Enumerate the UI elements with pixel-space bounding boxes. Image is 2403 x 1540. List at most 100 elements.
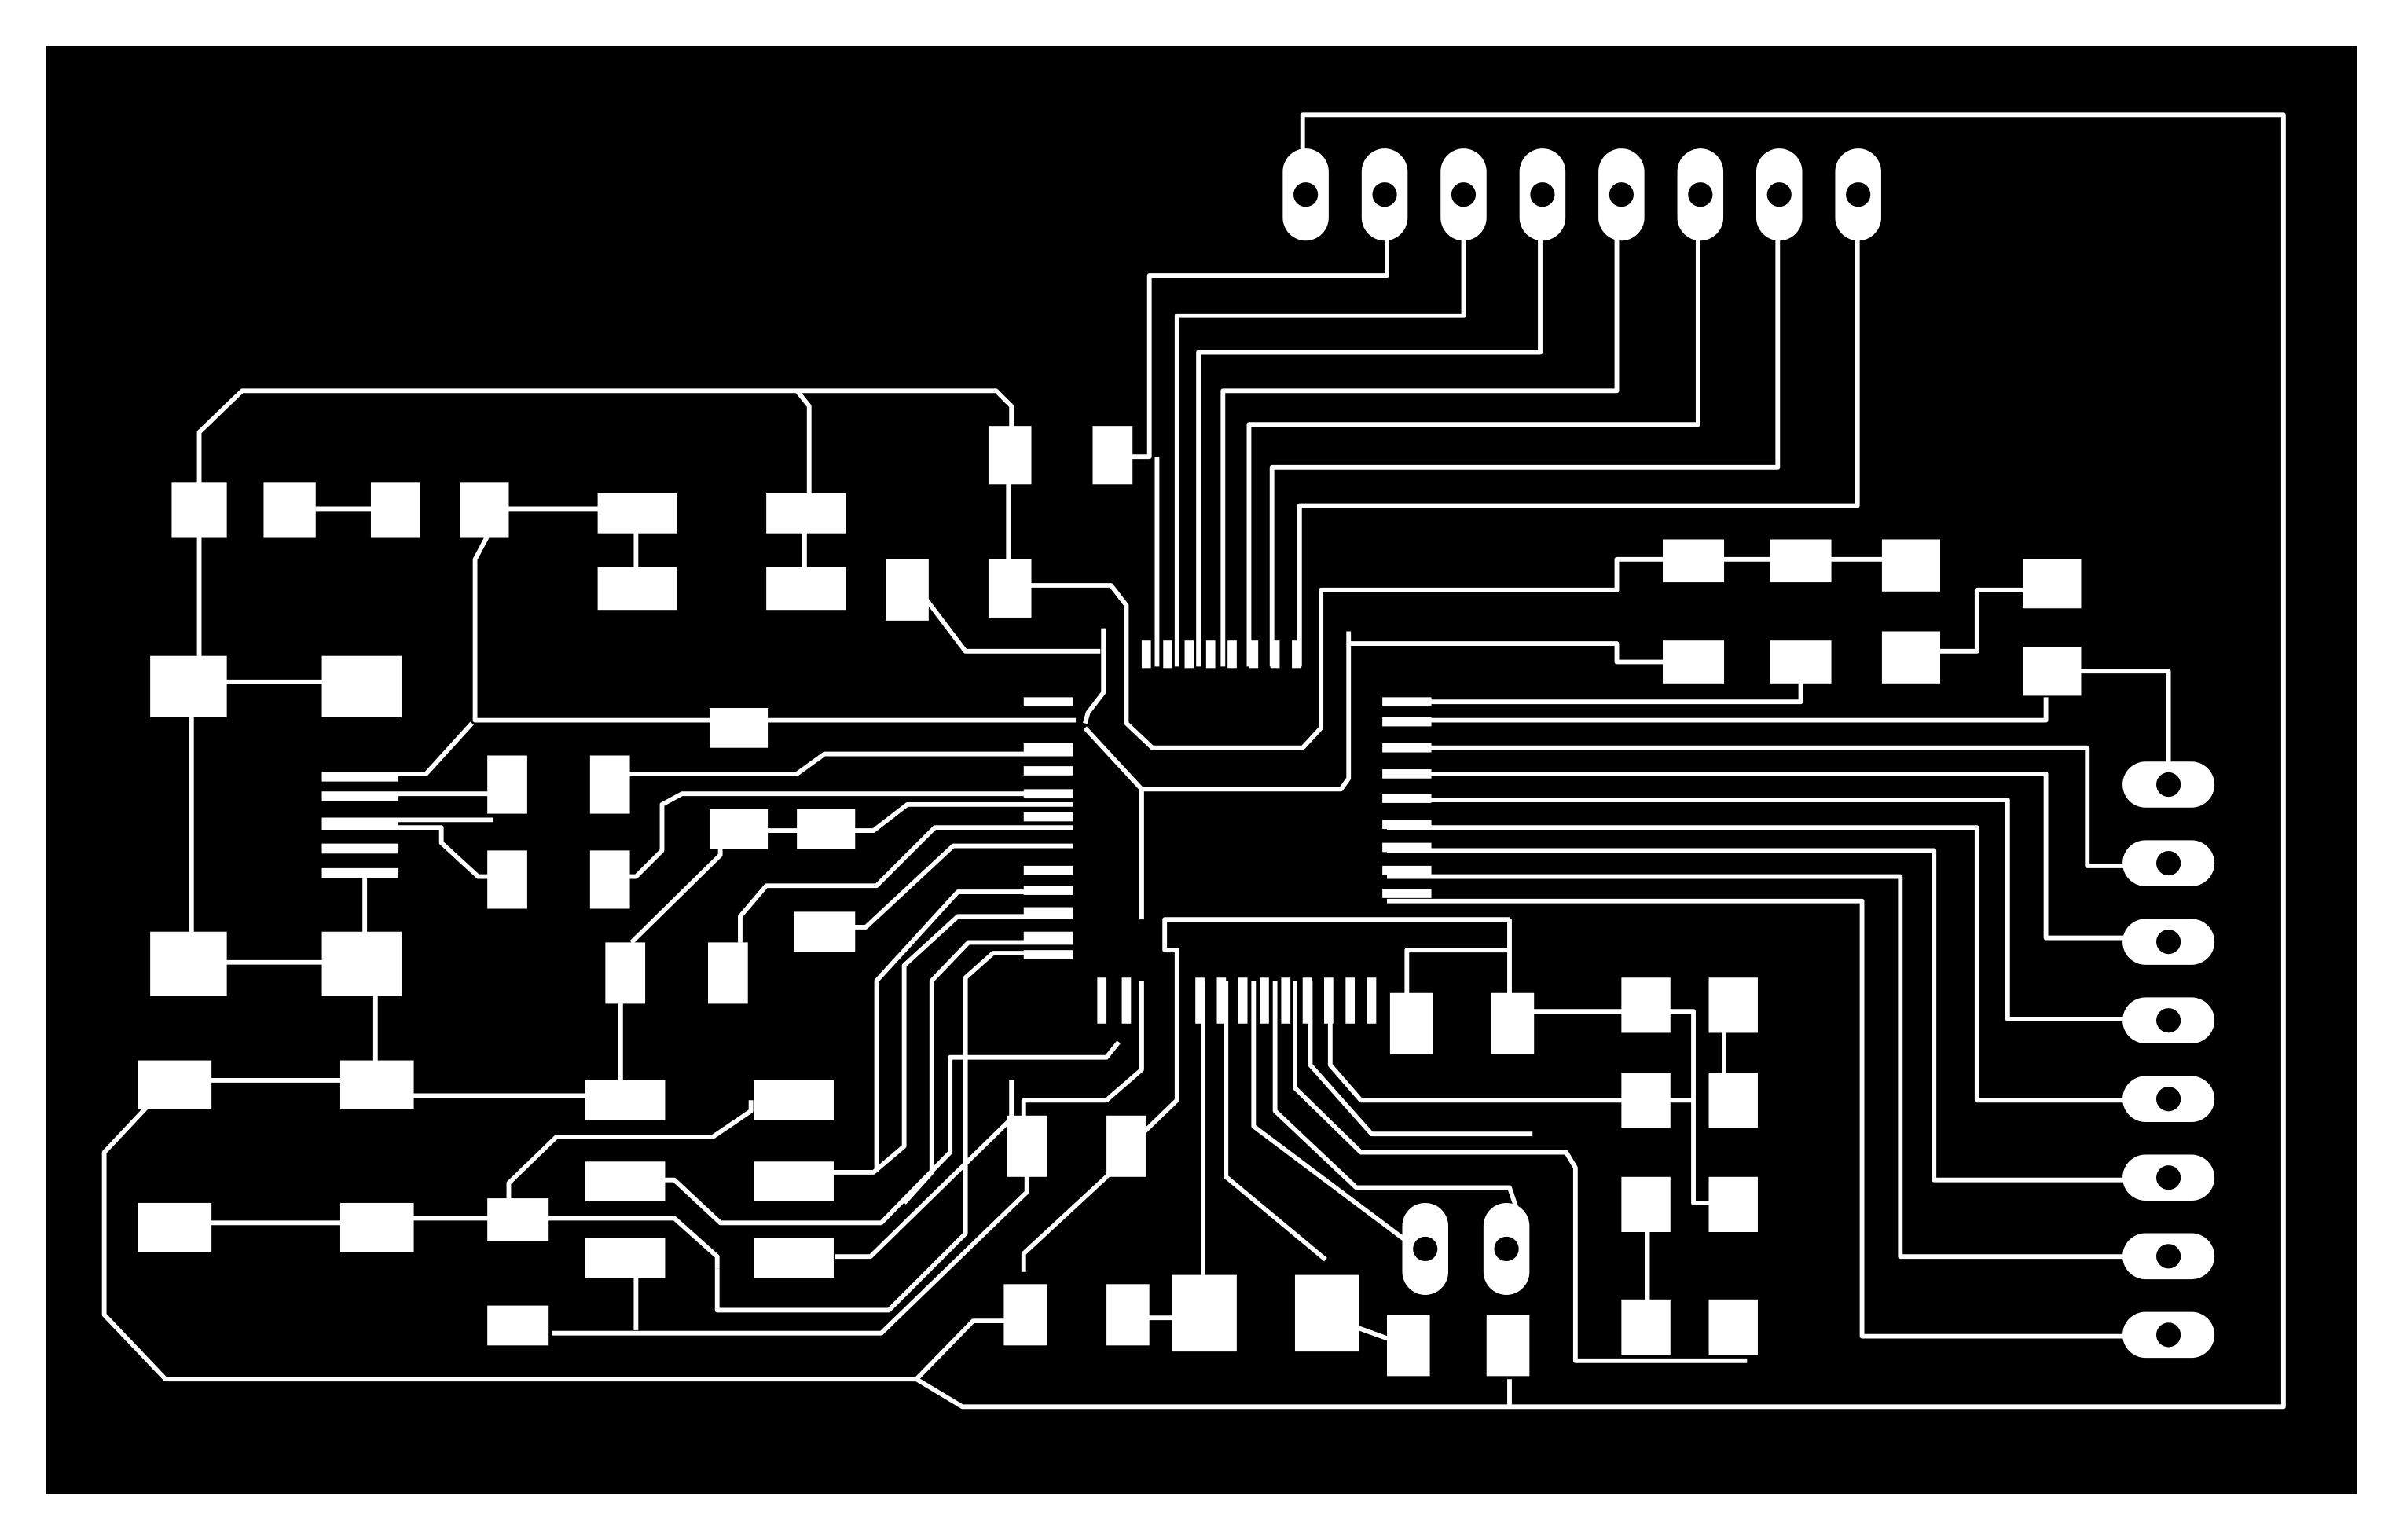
copper-trace xyxy=(1174,199,1466,667)
copper-trace xyxy=(1141,631,1352,792)
smd-pad xyxy=(794,911,856,952)
copper-trace xyxy=(1082,628,1106,724)
drill-hole xyxy=(2156,1244,2181,1269)
ic-pin xyxy=(1097,977,1107,1024)
header-pin xyxy=(1755,148,1803,241)
header-pin xyxy=(2122,761,2215,808)
ic-pin xyxy=(1205,640,1216,669)
copper-trace xyxy=(1386,771,2161,940)
ic-pin xyxy=(1023,886,1073,895)
ic-pin xyxy=(321,794,399,801)
smd-pad xyxy=(597,493,678,534)
smd-pad xyxy=(988,559,1032,618)
ic-pin xyxy=(1023,789,1073,799)
smd-pad xyxy=(1491,992,1535,1054)
copper-trace xyxy=(1251,981,1409,1244)
drill-hole xyxy=(1846,182,1871,207)
smd-pad xyxy=(708,942,748,1004)
smd-pad xyxy=(138,1202,212,1252)
header-pin xyxy=(1677,148,1724,241)
drill-hole xyxy=(1293,182,1319,207)
ic-pin xyxy=(1023,697,1073,707)
header-pin xyxy=(1598,148,1645,241)
drill-hole xyxy=(2156,772,2181,798)
copper-trace xyxy=(506,1100,754,1211)
copper-trace xyxy=(1293,981,1748,1363)
smd-pad xyxy=(754,1238,834,1278)
top-header xyxy=(1282,148,1881,241)
smd-pad xyxy=(1708,1072,1758,1128)
smd-pad xyxy=(988,426,1032,485)
smd-pad xyxy=(585,1080,666,1120)
smd-pad xyxy=(754,1080,834,1120)
smd-pad xyxy=(1708,1299,1758,1355)
smd-pad xyxy=(138,1060,212,1109)
smd-pad xyxy=(2023,559,2082,609)
smd-pad xyxy=(1708,977,1758,1033)
smd-pad xyxy=(1294,1274,1359,1352)
copper-trace xyxy=(1196,199,1543,667)
smd-pad xyxy=(1708,1176,1758,1232)
smd-pad xyxy=(339,1202,414,1252)
smd-pad xyxy=(2023,647,2082,696)
copper-trace xyxy=(1386,697,2049,723)
header-pin xyxy=(1519,148,1566,241)
smd-pad xyxy=(150,931,227,996)
smd-pad xyxy=(1389,992,1433,1054)
smd-pad xyxy=(1770,640,1832,684)
smd-pad xyxy=(1621,977,1671,1033)
smd-pad xyxy=(605,942,646,1004)
ic-pin xyxy=(1281,977,1291,1024)
ic-pin xyxy=(1260,977,1269,1024)
ic-pin xyxy=(1141,640,1151,669)
drill-hole xyxy=(1372,182,1397,207)
smd-pad xyxy=(487,1305,549,1346)
smd-pad xyxy=(171,482,227,538)
smd-pad xyxy=(339,1060,414,1109)
smd-pad xyxy=(597,566,678,610)
copper-trace xyxy=(794,389,812,509)
ic-pin xyxy=(321,870,399,878)
ic-pin xyxy=(1195,977,1205,1024)
ic-pin xyxy=(1382,889,1432,898)
drill-hole xyxy=(2156,1087,2181,1112)
smd-pad xyxy=(1770,539,1832,583)
ic-pin xyxy=(1382,820,1432,830)
smd-pad xyxy=(1881,631,1941,684)
smd-pad xyxy=(487,1198,549,1241)
ic-pin xyxy=(1382,794,1432,803)
right-header xyxy=(2122,761,2215,1358)
ic-pin xyxy=(1382,697,1432,707)
header-pin xyxy=(2122,997,2215,1043)
ic-pin xyxy=(1163,640,1172,669)
copper-trace xyxy=(824,914,1073,1175)
smd-pad xyxy=(1092,426,1133,485)
smd-pad xyxy=(585,1161,666,1201)
header-pin xyxy=(1282,148,1329,241)
ic-pin xyxy=(1302,977,1312,1024)
drill-hole xyxy=(1688,182,1713,207)
copper-trace xyxy=(1246,199,1700,667)
smd-pad xyxy=(766,566,846,610)
smd-pad xyxy=(709,808,769,849)
copper-trace xyxy=(1386,798,2161,1021)
smd-pad xyxy=(709,708,769,748)
header-pin xyxy=(2122,1233,2215,1280)
copper-trace xyxy=(1908,587,2038,654)
smd-pad xyxy=(1486,1314,1530,1377)
smd-pad xyxy=(321,655,402,717)
ic-pin xyxy=(1023,950,1073,959)
ic-pin xyxy=(321,820,399,828)
copper-trace xyxy=(1224,981,1327,1262)
ic-pin xyxy=(1382,769,1432,779)
ic-pin xyxy=(1292,640,1301,669)
copper-trace xyxy=(1386,825,2161,1103)
copper-trace xyxy=(610,791,1073,879)
copper-trace xyxy=(1021,981,1144,1142)
loose-pin xyxy=(1483,1202,1530,1295)
copper-trace xyxy=(321,825,491,879)
smd-pad xyxy=(1621,1299,1671,1355)
drill-hole xyxy=(2156,1008,2181,1033)
header-pin xyxy=(2122,918,2215,965)
copper-trace xyxy=(1269,199,1781,667)
